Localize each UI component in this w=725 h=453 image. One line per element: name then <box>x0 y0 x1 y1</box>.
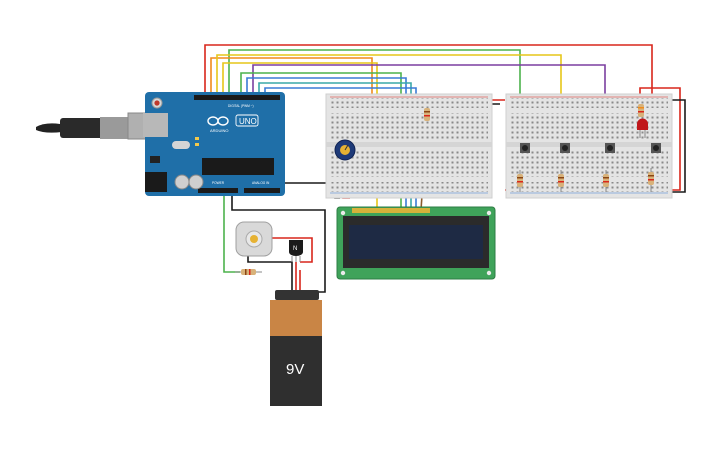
analog-pins-label: ANALOG IN <box>252 181 270 185</box>
battery-voltage-label: 9V <box>286 361 304 378</box>
lcd-display[interactable] <box>336 206 496 280</box>
npn-transistor: N <box>289 240 303 262</box>
push-button-4[interactable] <box>651 143 661 153</box>
resistors <box>235 104 654 275</box>
arduino-model-text: UNO <box>239 117 257 126</box>
atmega-chip <box>202 158 274 175</box>
arduino-uno-board[interactable]: ARDUINO UNO DIGITAL (PWM ~) POWER ANALOG… <box>143 92 285 196</box>
resistor-led <box>638 104 644 117</box>
wire-green-top <box>228 49 521 97</box>
wire-green-motor <box>223 192 240 273</box>
wire-red-motor <box>258 237 313 292</box>
lcd-screen <box>349 225 483 259</box>
power-jack <box>145 172 167 192</box>
transistor-label: N <box>293 246 297 252</box>
push-button-2[interactable] <box>560 143 570 153</box>
resistor <box>517 170 523 192</box>
breadboard-right[interactable] <box>505 93 673 199</box>
resistor-lcd <box>424 108 430 121</box>
wire-black-motor <box>247 255 293 292</box>
resistor <box>558 170 564 192</box>
push-button-3[interactable] <box>605 143 615 153</box>
digital-header <box>194 95 280 100</box>
resistor-motor <box>235 269 262 275</box>
battery-body <box>270 336 322 406</box>
battery-9v[interactable]: 9V <box>270 290 322 406</box>
wire-red-top <box>204 44 653 107</box>
push-buttons[interactable] <box>520 143 661 153</box>
power-pins-label: POWER <box>212 181 225 185</box>
red-led <box>637 118 648 138</box>
capacitor <box>188 174 204 190</box>
power-header <box>198 188 238 193</box>
capacitor <box>174 174 190 190</box>
push-button-1[interactable] <box>520 143 530 153</box>
arduino-logo-text: ARDUINO <box>210 128 228 133</box>
battery-top <box>270 300 322 336</box>
resistor <box>648 168 654 192</box>
lcd-pin-header <box>352 208 430 213</box>
crystal <box>172 141 190 149</box>
digital-pins-label: DIGITAL (PWM ~) <box>228 104 254 108</box>
potentiometer[interactable] <box>334 139 356 161</box>
battery-terminal-cap <box>275 290 319 300</box>
analog-header <box>244 188 280 193</box>
resistor <box>603 170 609 192</box>
dc-motor[interactable] <box>235 221 273 257</box>
usb-port <box>143 113 168 137</box>
